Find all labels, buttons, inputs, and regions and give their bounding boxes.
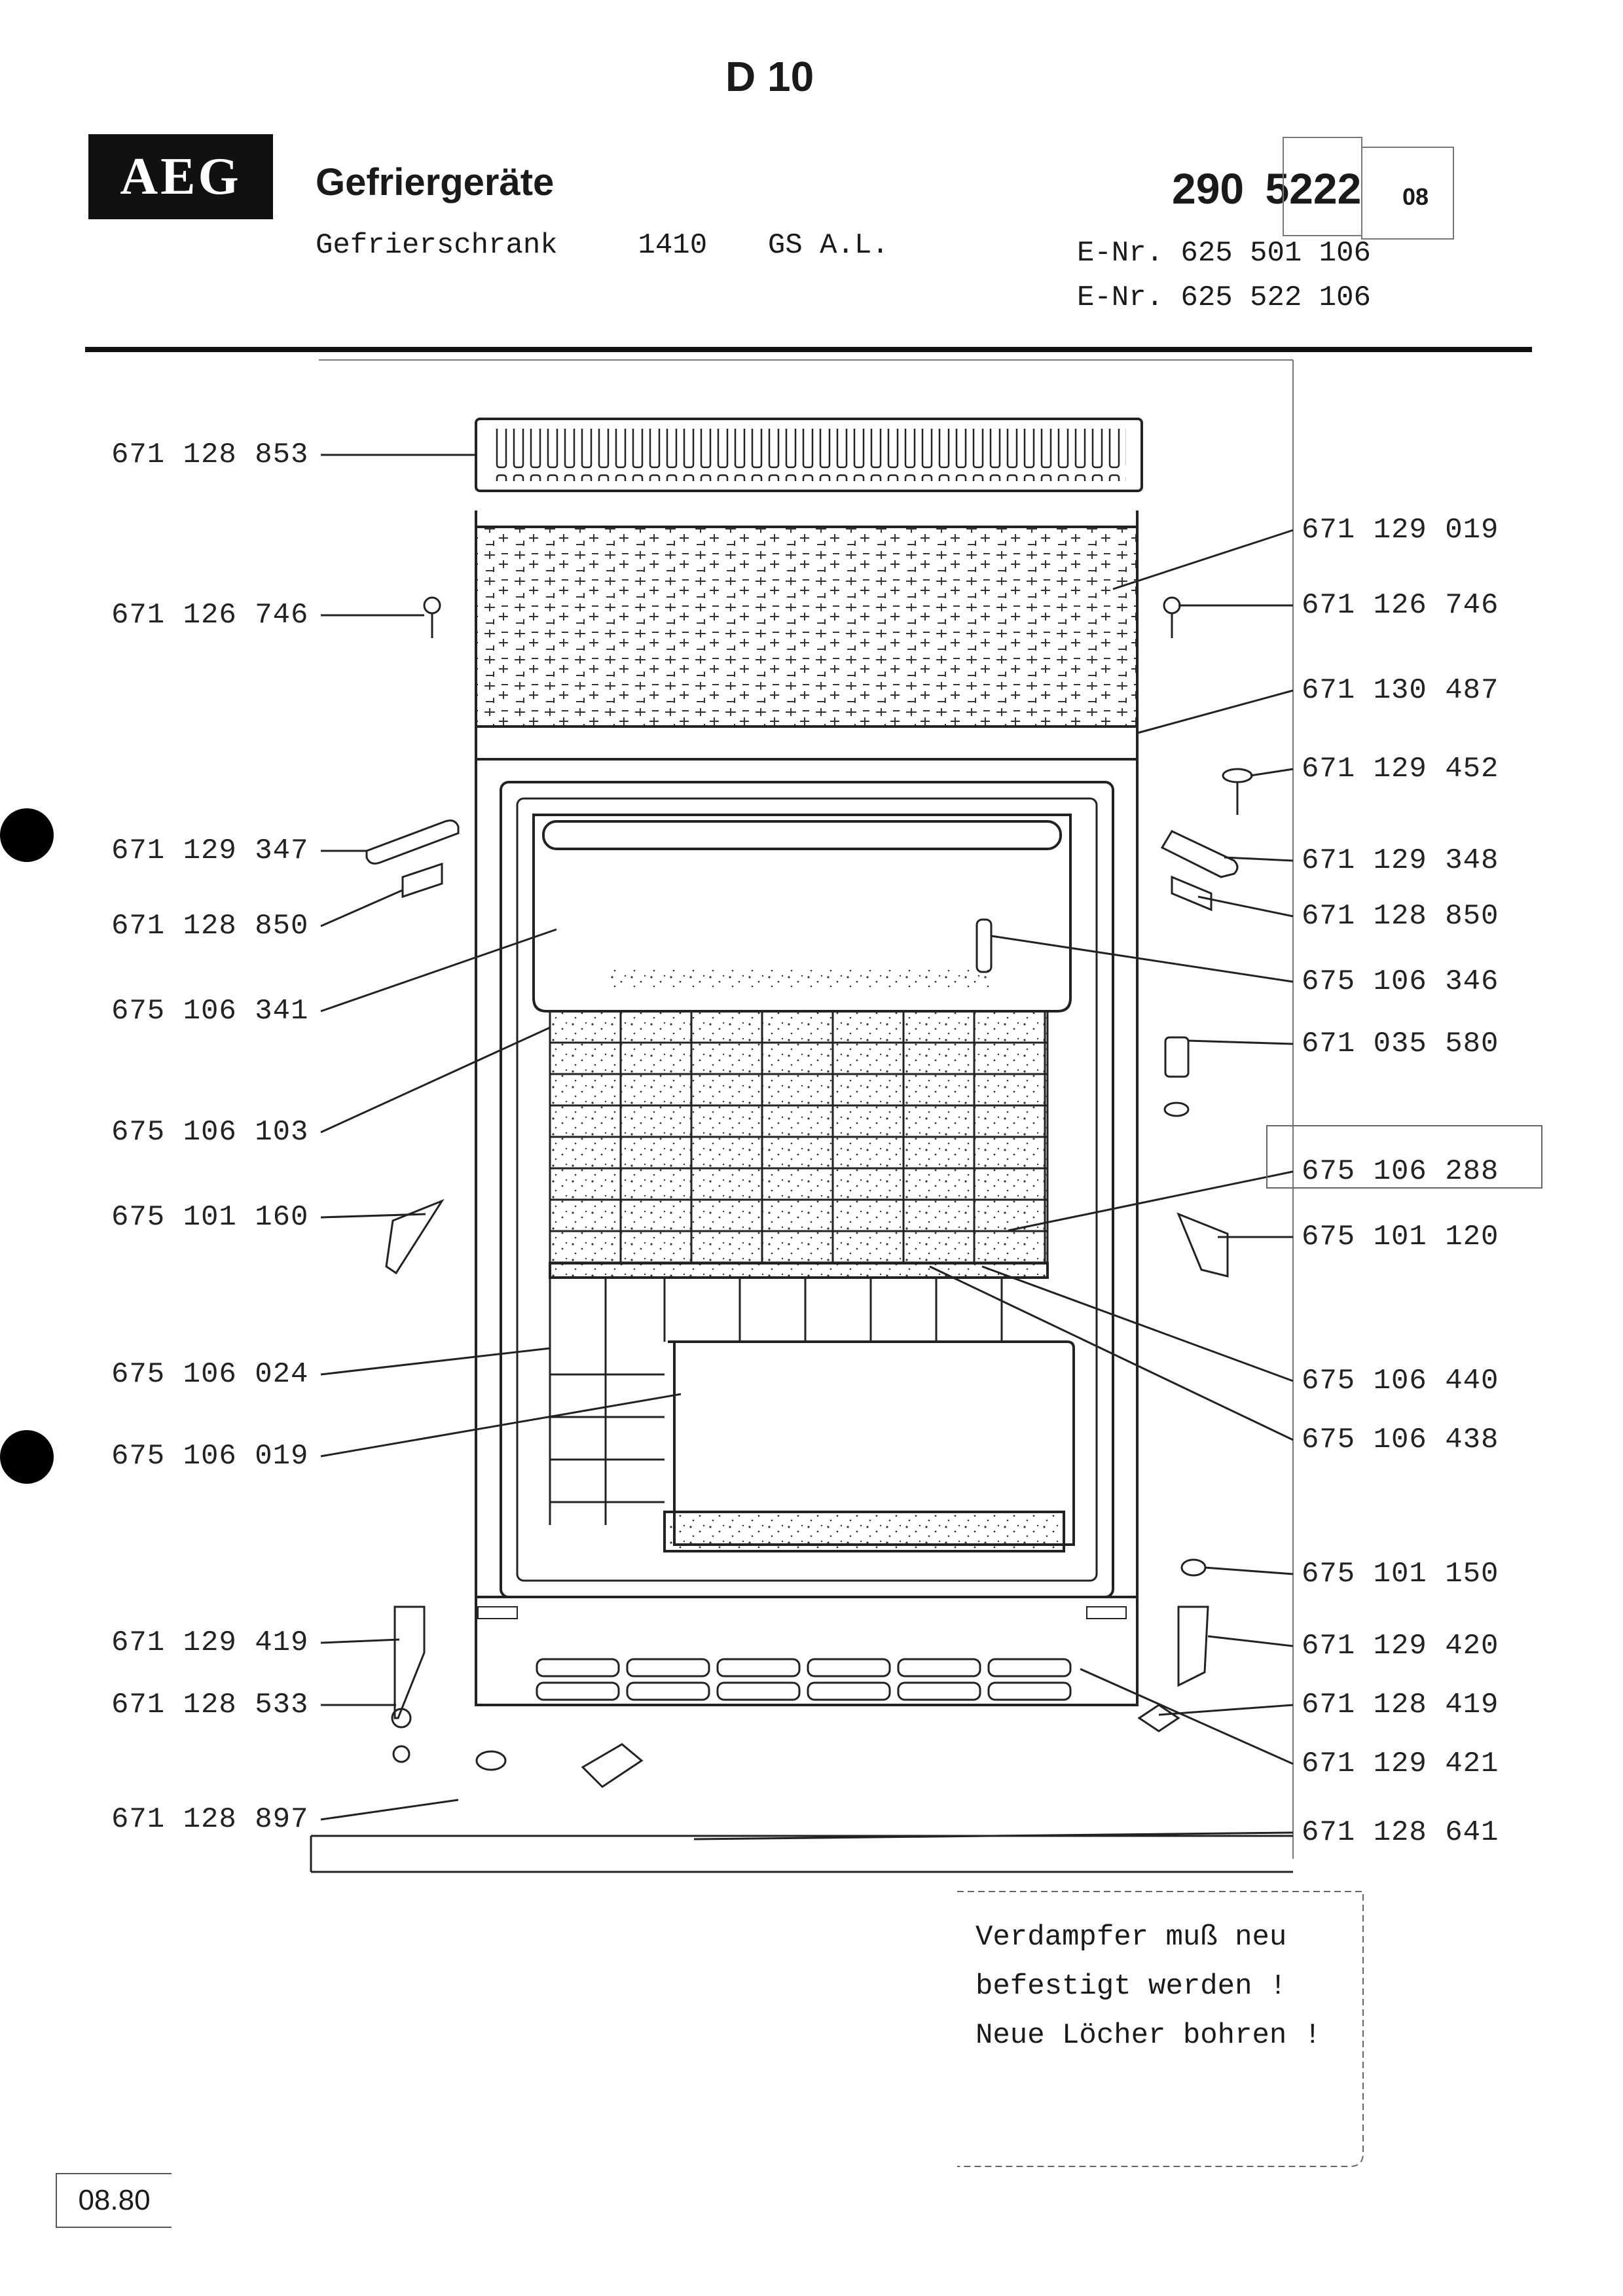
part-number-right: 675 101 120 bbox=[1302, 1221, 1499, 1253]
part-number-right: 671 129 019 bbox=[1302, 514, 1499, 547]
header-rule bbox=[85, 347, 1532, 352]
note-line-1: Verdampfer muß neu bbox=[976, 1921, 1287, 1954]
part-number-left: 675 106 019 bbox=[111, 1440, 309, 1473]
part-number-right: 671 128 850 bbox=[1302, 900, 1499, 933]
cross-bar bbox=[475, 725, 1139, 761]
leader-line bbox=[320, 1638, 400, 1644]
part-number-left: 671 129 419 bbox=[111, 1626, 309, 1659]
note-line-3: Neue Löcher bohren ! bbox=[976, 2019, 1322, 2052]
part-number-right: 671 129 421 bbox=[1302, 1748, 1499, 1780]
leader-line bbox=[320, 1799, 459, 1821]
part-number-left: 671 128 853 bbox=[111, 439, 309, 471]
part-number-left: 671 128 850 bbox=[111, 910, 309, 942]
leader-line bbox=[320, 889, 403, 927]
part-number-right: 675 106 438 bbox=[1302, 1424, 1499, 1456]
part-number-right: 671 129 348 bbox=[1302, 844, 1499, 877]
insulation-panel bbox=[475, 526, 1139, 728]
freezer-flap bbox=[532, 814, 1072, 1013]
model-type: Gefrierschrank bbox=[316, 229, 558, 262]
vent-slot bbox=[716, 1681, 801, 1701]
part-number-left: 675 106 341 bbox=[111, 995, 309, 1028]
document-code: 290 5222 bbox=[1172, 164, 1361, 213]
document-title: Gefriergeräte bbox=[316, 161, 555, 204]
leader-line bbox=[320, 1213, 426, 1219]
vent-slot bbox=[897, 1681, 981, 1701]
vent-slot bbox=[807, 1681, 891, 1701]
vent-slot bbox=[536, 1658, 620, 1677]
vent-slot bbox=[807, 1658, 891, 1677]
part-number-left: 671 128 533 bbox=[111, 1689, 309, 1721]
base-plinth bbox=[475, 1596, 1139, 1706]
leader-line bbox=[1080, 1668, 1294, 1765]
leader-line bbox=[1207, 1635, 1294, 1647]
part-number-right: 671 129 452 bbox=[1302, 753, 1499, 785]
code-highlight: 5222 bbox=[1265, 164, 1362, 213]
leader-line bbox=[1204, 1566, 1294, 1575]
leader-line bbox=[1224, 856, 1294, 862]
vent-slot bbox=[897, 1658, 981, 1677]
part-number-left: 671 129 347 bbox=[111, 834, 309, 867]
model-variant: GS A.L. bbox=[767, 229, 889, 262]
part-number-right: 675 106 288 bbox=[1302, 1155, 1499, 1188]
punch-hole bbox=[0, 808, 54, 862]
part-number-right: 671 126 746 bbox=[1302, 589, 1499, 622]
part-number-right: 675 106 346 bbox=[1302, 965, 1499, 998]
leader-line bbox=[981, 1265, 1294, 1382]
note-line-2: befestigt werden ! bbox=[976, 1970, 1287, 2003]
leader-line bbox=[1137, 689, 1294, 734]
part-number-right: 671 128 419 bbox=[1302, 1689, 1499, 1721]
aeg-logo: AEG bbox=[88, 134, 273, 219]
vent-slot bbox=[716, 1658, 801, 1677]
part-number-left: 675 101 160 bbox=[111, 1201, 309, 1234]
leader-line bbox=[1188, 1039, 1294, 1045]
part-number-right: 671 130 487 bbox=[1302, 674, 1499, 707]
vent-slot bbox=[536, 1681, 620, 1701]
leader-line bbox=[320, 1347, 551, 1376]
part-number-right: 671 129 420 bbox=[1302, 1630, 1499, 1662]
page-id: D 10 bbox=[725, 53, 814, 100]
enr-2: E-Nr. 625 522 106 bbox=[1077, 281, 1371, 314]
leader-line bbox=[1008, 1170, 1294, 1232]
part-number-right: 675 106 440 bbox=[1302, 1365, 1499, 1397]
leader-line bbox=[693, 1831, 1294, 1840]
code-main: 290 bbox=[1172, 164, 1245, 213]
vent-slot bbox=[987, 1658, 1072, 1677]
leader-line bbox=[320, 1026, 551, 1134]
vent-slot bbox=[626, 1681, 710, 1701]
vent-slot bbox=[626, 1658, 710, 1677]
leader-line bbox=[1250, 768, 1294, 777]
revision-date: 08.80 bbox=[56, 2173, 172, 2228]
code-suffix: 08 bbox=[1402, 183, 1429, 210]
part-number-left: 671 128 897 bbox=[111, 1803, 309, 1836]
leader-line bbox=[929, 1265, 1294, 1441]
part-number-left: 671 126 746 bbox=[111, 599, 309, 632]
vent-slot bbox=[987, 1681, 1072, 1701]
leader-line bbox=[320, 1393, 682, 1458]
punch-hole bbox=[0, 1430, 54, 1484]
part-number-right: 671 128 641 bbox=[1302, 1816, 1499, 1849]
model-line: Gefrierschrank 1410 GS A.L. bbox=[316, 229, 889, 262]
part-number-right: 675 101 150 bbox=[1302, 1558, 1499, 1590]
part-number-left: 675 106 024 bbox=[111, 1358, 309, 1391]
enr-1: E-Nr. 625 501 106 bbox=[1077, 237, 1371, 270]
leader-line bbox=[991, 935, 1294, 983]
part-number-right: 671 035 580 bbox=[1302, 1028, 1499, 1060]
model-number: 1410 bbox=[638, 229, 708, 262]
leader-line bbox=[1197, 895, 1294, 918]
part-number-left: 675 106 103 bbox=[111, 1116, 309, 1149]
leader-line bbox=[320, 928, 557, 1013]
leader-line bbox=[1112, 529, 1294, 590]
